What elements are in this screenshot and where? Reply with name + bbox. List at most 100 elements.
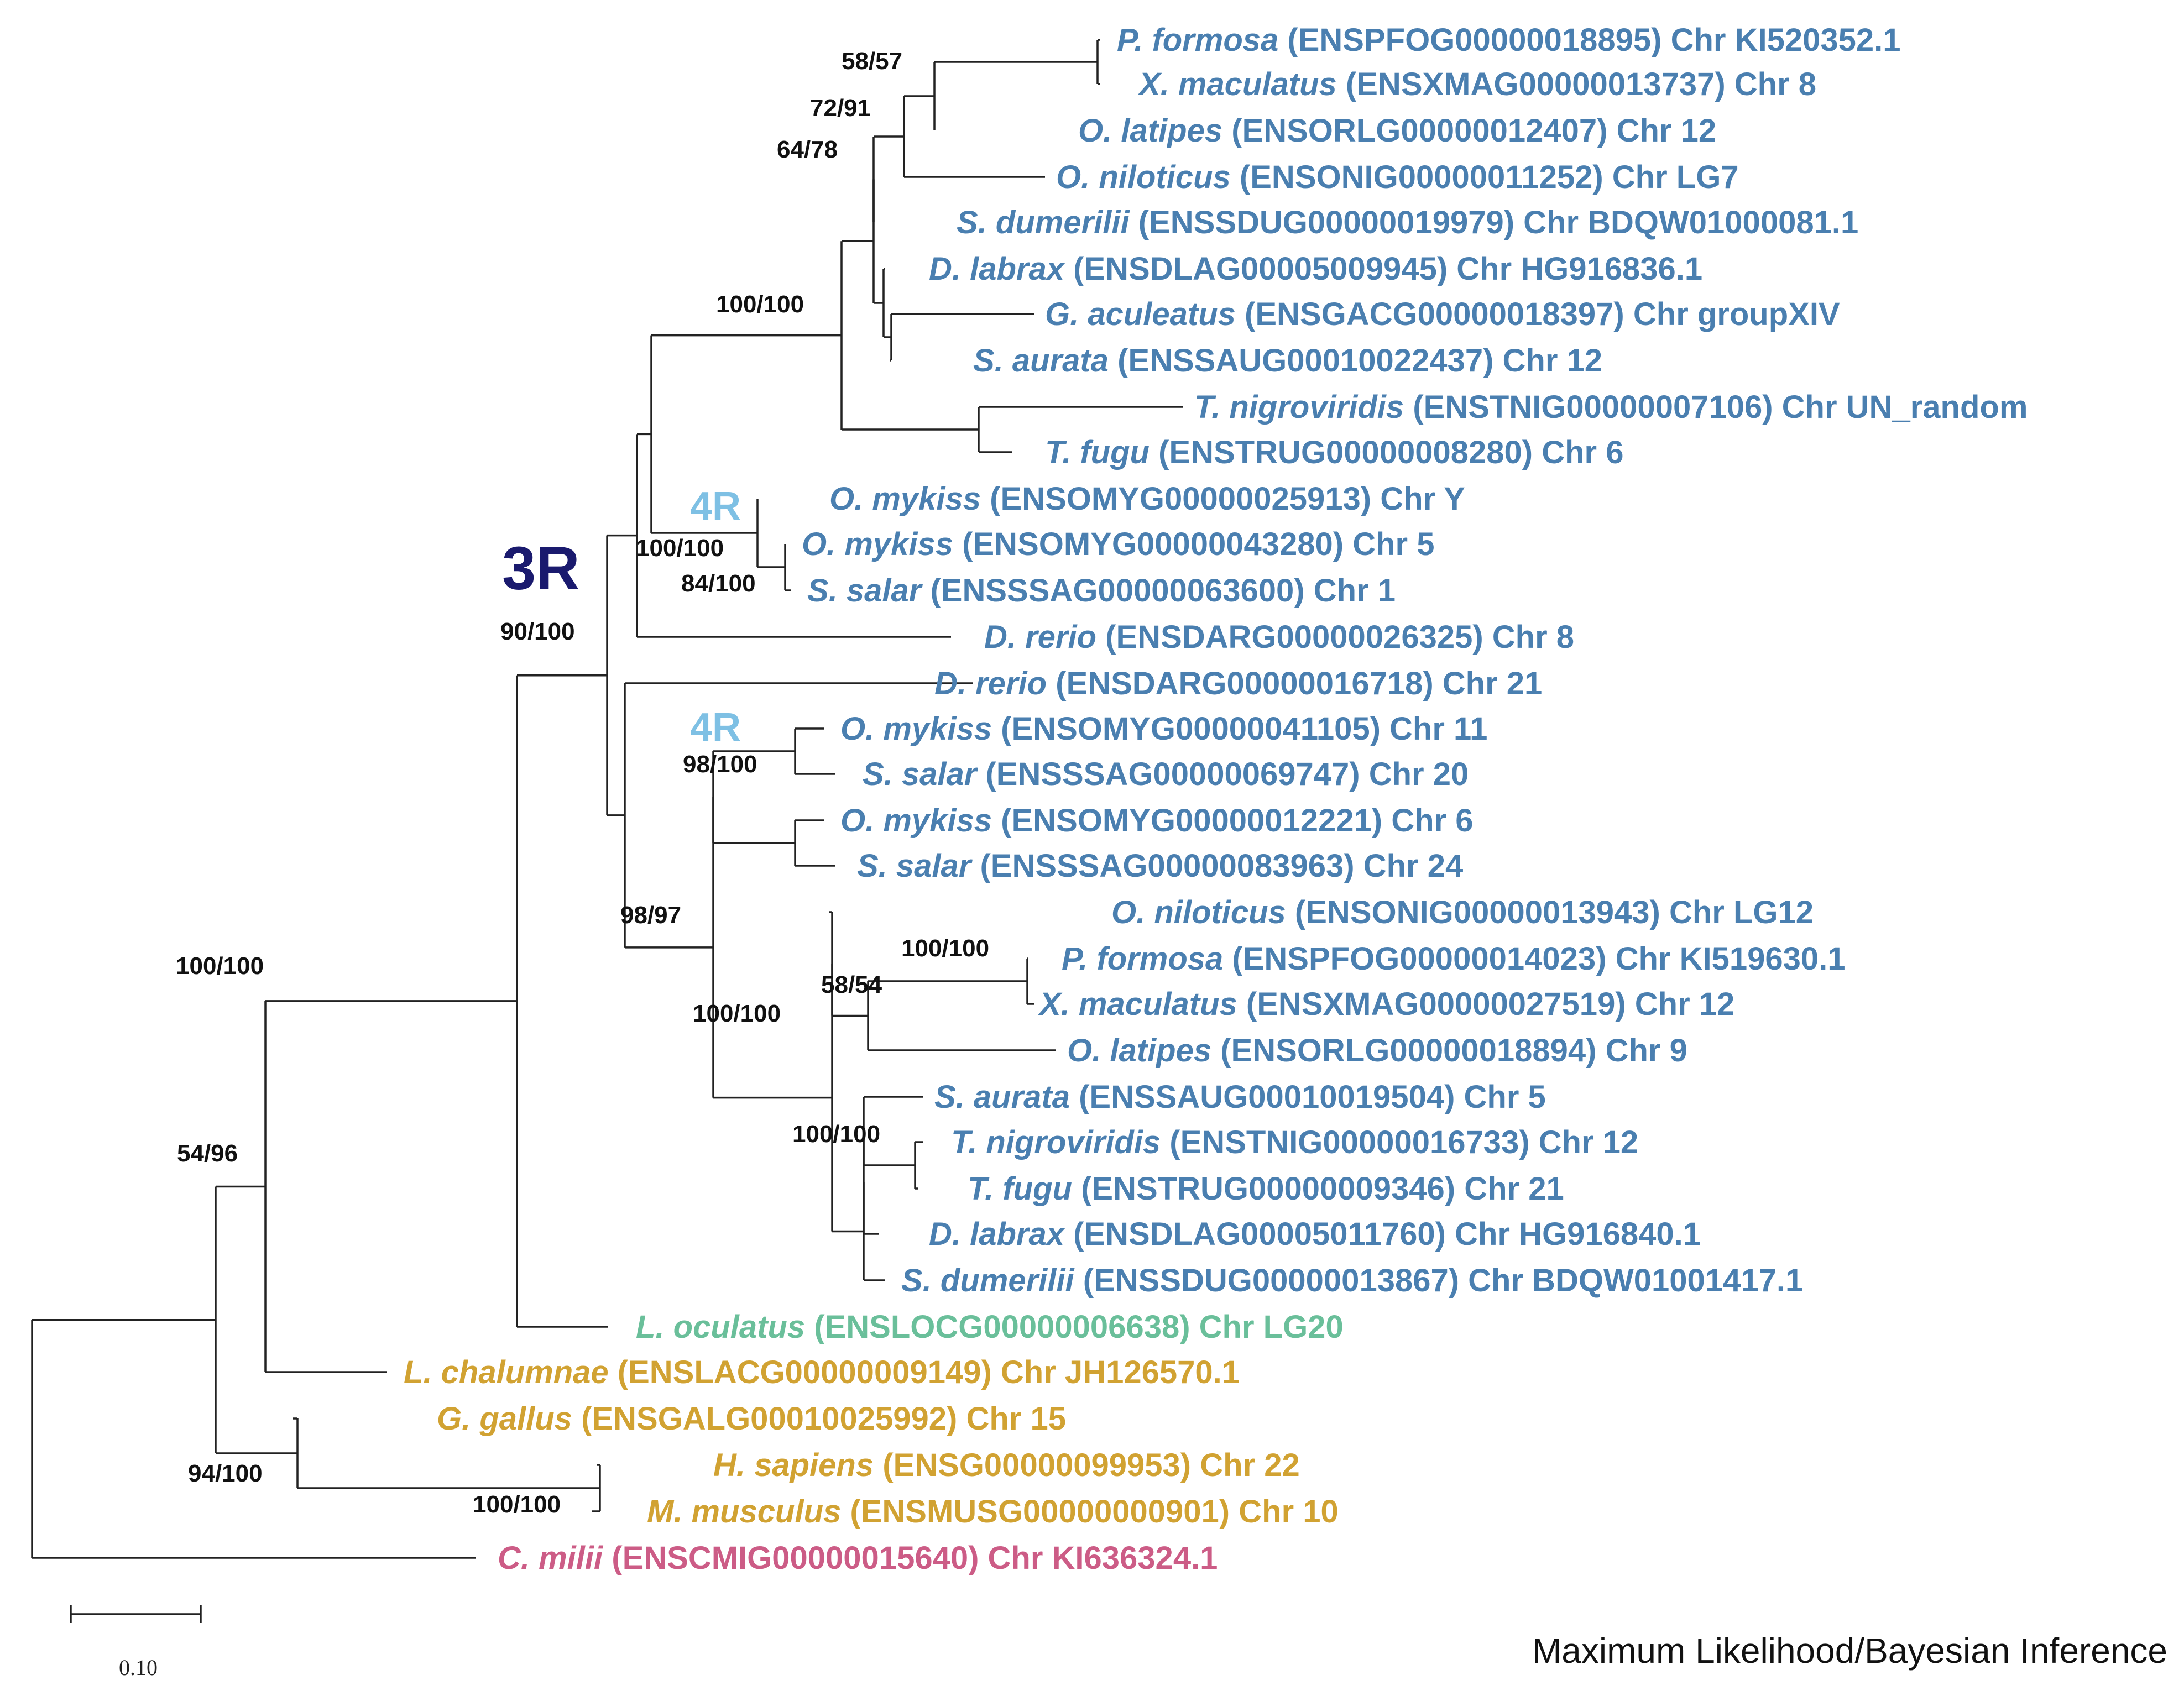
species-name: O. latipes bbox=[1078, 113, 1222, 149]
taxon-label: T. fugu (ENSTRUG00000008280) Chr 6 bbox=[1045, 435, 1623, 470]
taxon-label: O. mykiss (ENSOMYG00000012221) Chr 6 bbox=[840, 803, 1474, 839]
chromosome: Chr HG916840.1 bbox=[1455, 1216, 1701, 1252]
taxon-label: O. niloticus (ENSONIG00000011252) Chr LG… bbox=[1056, 159, 1739, 195]
taxon-label: O. latipes (ENSORLG00000012407) Chr 12 bbox=[1078, 113, 1716, 149]
chromosome: Chr 9 bbox=[1606, 1033, 1687, 1069]
chromosome: Chr 22 bbox=[1200, 1447, 1300, 1483]
gene-id: (ENSXMAG00000027519) bbox=[1237, 986, 1635, 1022]
gene-id: (ENSSDUG00000019979) bbox=[1130, 205, 1524, 240]
chromosome: Chr 8 bbox=[1734, 66, 1816, 102]
taxon-label: S. salar (ENSSSAG00000083963) Chr 24 bbox=[857, 848, 1463, 884]
chromosome: Chr 10 bbox=[1239, 1494, 1339, 1530]
species-name: T. fugu bbox=[968, 1171, 1072, 1207]
taxon-label: O. latipes (ENSORLG00000018894) Chr 9 bbox=[1067, 1033, 1687, 1069]
taxon-label: G. gallus (ENSGALG00010025992) Chr 15 bbox=[437, 1401, 1066, 1437]
taxon-label: S. aurata (ENSSAUG00010019504) Chr 5 bbox=[934, 1079, 1546, 1115]
support-value: 58/57 bbox=[842, 48, 902, 75]
gene-id: (ENSSAUG00010022437) bbox=[1109, 343, 1503, 379]
gene-id: (ENSORLG00000018894) bbox=[1211, 1033, 1605, 1069]
taxon-label: C. milii (ENSCMIG00000015640) Chr KI6363… bbox=[498, 1540, 1218, 1576]
gene-id: (ENSPFOG00000014023) bbox=[1223, 941, 1615, 977]
support-value: 98/100 bbox=[683, 751, 757, 778]
taxon-label: S. dumerilii (ENSSDUG00000019979) Chr BD… bbox=[957, 205, 1858, 240]
species-name: P. formosa bbox=[1117, 22, 1278, 58]
chromosome: Chr LG12 bbox=[1669, 894, 1814, 930]
gene-id: (ENSTNIG00000016733) bbox=[1161, 1124, 1538, 1160]
species-name: O. mykiss bbox=[840, 711, 992, 747]
support-values: 58/5772/9164/78100/100100/10084/10090/10… bbox=[176, 48, 989, 1518]
gene-id: (ENSLACG00000009149) bbox=[609, 1354, 1001, 1390]
gene-id: (ENSXMAG00000013737) bbox=[1337, 66, 1734, 102]
support-value: 54/96 bbox=[177, 1140, 238, 1167]
gene-id: (ENSORLG00000012407) bbox=[1222, 113, 1616, 149]
species-name: T. nigroviridis bbox=[1194, 389, 1404, 425]
support-value: 98/97 bbox=[620, 902, 681, 929]
support-value: 100/100 bbox=[176, 952, 264, 980]
chromosome: Chr 12 bbox=[1539, 1124, 1639, 1160]
chromosome: Chr groupXIV bbox=[1633, 296, 1840, 332]
chromosome: Chr 21 bbox=[1464, 1171, 1564, 1207]
species-name: X. maculatus bbox=[1137, 66, 1337, 102]
chromosome: Chr 15 bbox=[966, 1401, 1066, 1437]
species-name: O. mykiss bbox=[829, 481, 981, 517]
taxon-label: T. nigroviridis (ENSTNIG00000016733) Chr… bbox=[951, 1124, 1638, 1160]
gene-id: (ENSLOCG00000006638) bbox=[805, 1309, 1199, 1345]
species-name: G. aculeatus bbox=[1045, 296, 1236, 332]
gene-id: (ENSOMYG00000025913) bbox=[981, 481, 1380, 517]
species-name: T. fugu bbox=[1045, 435, 1150, 470]
taxon-label: S. aurata (ENSSAUG00010022437) Chr 12 bbox=[973, 343, 1602, 379]
support-value: 94/100 bbox=[188, 1460, 263, 1487]
taxon-label: G. aculeatus (ENSGACG00000018397) Chr gr… bbox=[1045, 296, 1840, 332]
support-value: 100/100 bbox=[716, 291, 804, 318]
species-name: M. musculus bbox=[647, 1494, 841, 1530]
support-value: 100/100 bbox=[473, 1491, 561, 1518]
duplication-4r-label: 4R bbox=[690, 705, 741, 750]
species-name: C. milii bbox=[498, 1540, 604, 1576]
species-name: O. latipes bbox=[1067, 1033, 1211, 1069]
chromosome: Chr BDQW01001417.1 bbox=[1468, 1263, 1803, 1299]
species-name: H. sapiens bbox=[713, 1447, 874, 1483]
species-name: D. labrax bbox=[929, 251, 1066, 287]
species-name: S. salar bbox=[807, 573, 923, 609]
species-name: D. rerio bbox=[934, 666, 1047, 702]
species-name: D. rerio bbox=[984, 619, 1096, 655]
support-value: 100/100 bbox=[792, 1121, 880, 1148]
support-value: 100/100 bbox=[636, 535, 724, 562]
chromosome: Chr JH126570.1 bbox=[1001, 1354, 1240, 1390]
duplication-markers: 3R 4R 4R bbox=[502, 484, 741, 750]
taxon-label: L. oculatus (ENSLOCG00000006638) Chr LG2… bbox=[636, 1309, 1344, 1345]
support-value: 64/78 bbox=[777, 136, 838, 163]
gene-id: (ENSTNIG00000007106) bbox=[1404, 389, 1781, 425]
taxon-label: S. dumerilii (ENSSDUG00000013867) Chr BD… bbox=[901, 1263, 1803, 1299]
gene-id: (ENSTRUG00000009346) bbox=[1072, 1171, 1464, 1207]
chromosome: Chr Y bbox=[1380, 481, 1465, 517]
species-name: X. maculatus bbox=[1038, 986, 1237, 1022]
species-name: O. mykiss bbox=[840, 803, 992, 839]
chromosome: Chr LG20 bbox=[1199, 1309, 1344, 1345]
chromosome: Chr KI636324.1 bbox=[988, 1540, 1218, 1576]
chromosome: Chr KI519630.1 bbox=[1616, 941, 1846, 977]
species-name: T. nigroviridis bbox=[951, 1124, 1161, 1160]
taxon-label: T. nigroviridis (ENSTNIG00000007106) Chr… bbox=[1194, 389, 2028, 425]
chromosome: Chr 21 bbox=[1443, 666, 1543, 702]
species-name: O. niloticus bbox=[1056, 159, 1231, 195]
gene-id: (ENSSDUG00000013867) bbox=[1074, 1263, 1469, 1299]
gene-id: (ENSDLAG00005009945) bbox=[1064, 251, 1456, 287]
chromosome: Chr 12 bbox=[1617, 113, 1717, 149]
gene-id: (ENSOMYG00000012221) bbox=[992, 803, 1391, 839]
scale-bar: 0.10 bbox=[70, 1605, 202, 1680]
tree-branches bbox=[31, 39, 1183, 1559]
gene-id: (ENSSSAG00000069747) bbox=[976, 756, 1368, 792]
gene-id: (ENSDARG00000016718) bbox=[1047, 666, 1443, 702]
taxon-label: O. mykiss (ENSOMYG00000025913) Chr Y bbox=[829, 481, 1465, 517]
chromosome: Chr UN_random bbox=[1782, 389, 2028, 425]
species-name: S. dumerilii bbox=[901, 1263, 1075, 1299]
gene-id: (ENSDLAG00005011760) bbox=[1064, 1216, 1455, 1252]
support-value: 58/54 bbox=[821, 971, 882, 998]
chromosome: Chr 6 bbox=[1542, 435, 1623, 470]
species-name: S. salar bbox=[857, 848, 973, 884]
taxon-label: D. labrax (ENSDLAG00005011760) Chr HG916… bbox=[929, 1216, 1701, 1252]
chromosome: Chr 12 bbox=[1635, 986, 1735, 1022]
taxon-label: S. salar (ENSSSAG00000069747) Chr 20 bbox=[863, 756, 1469, 792]
